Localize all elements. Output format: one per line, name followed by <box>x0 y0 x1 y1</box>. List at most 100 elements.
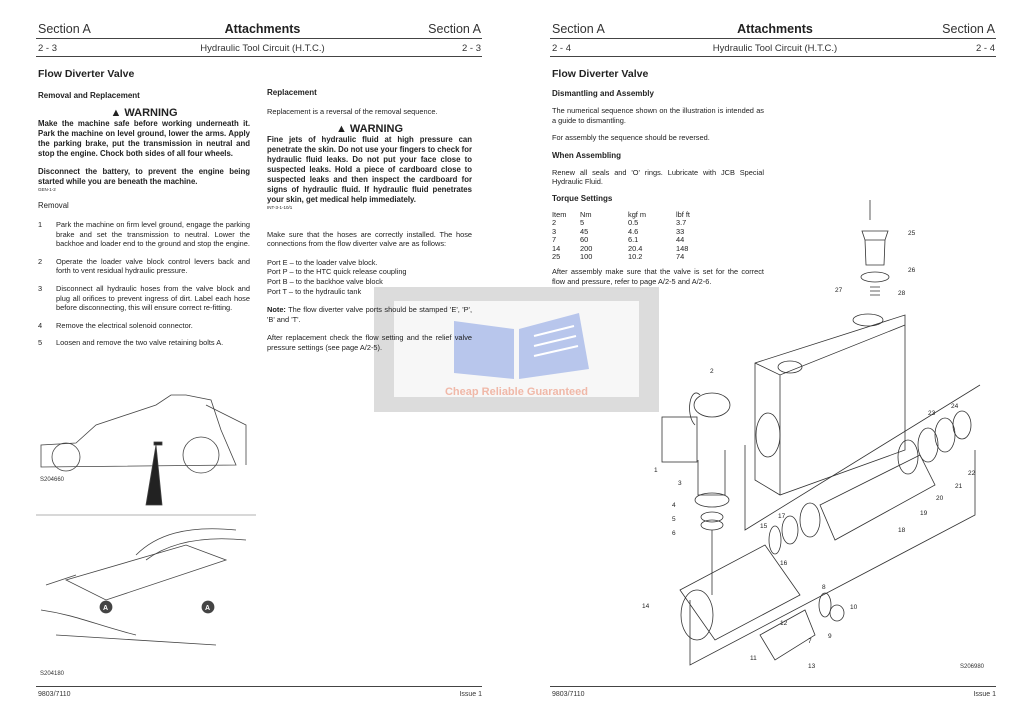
warning-code: GEN-1-2 <box>38 187 56 192</box>
page-number: 2 - 4 <box>552 43 572 54</box>
page-number: 2 - 4 <box>975 43 995 54</box>
table-cell: 45 <box>580 226 589 236</box>
subheading: When Assembling <box>552 150 622 160</box>
warning-text: Make the machine safe before working und… <box>38 119 250 158</box>
part-label: 3 <box>678 480 682 487</box>
paragraph: After replacement check the flow setting… <box>267 333 472 352</box>
subheading: Removal <box>38 201 69 210</box>
warning-title: ▲ WARNING <box>335 122 404 135</box>
part-label: 26 <box>908 267 916 274</box>
part-label: 10 <box>850 604 858 611</box>
watermark-logo: Cheap Reliable Guaranteed <box>394 301 639 398</box>
footer-rule <box>36 686 482 687</box>
page-number: 2 - 3 <box>38 43 58 54</box>
watermark-text: Cheap Reliable Guaranteed <box>444 386 589 398</box>
part-label: 22 <box>968 470 976 477</box>
part-label: 21 <box>955 483 963 490</box>
part-label: 20 <box>936 495 944 502</box>
port-item: Port E – to the loader valve block. <box>267 257 378 267</box>
figure-caption: S206980 <box>960 664 985 670</box>
section-heading: Flow Diverter Valve <box>38 68 135 80</box>
warning-text: Fine jets of hydraulic fluid at high pre… <box>267 134 472 204</box>
footer-issue: Issue 1 <box>459 691 482 698</box>
paragraph: For assembly the sequence should be reve… <box>552 133 710 143</box>
footer-issue: Issue 1 <box>973 691 996 698</box>
paragraph: Make sure that the hoses are correctly i… <box>267 229 472 249</box>
table-cell: 4.6 <box>628 226 639 236</box>
port-item: Port T – to the hydraulic tank <box>267 286 362 296</box>
section-label: Section A <box>38 22 91 36</box>
table-cell: 25 <box>552 252 561 261</box>
table-cell: 33 <box>676 226 685 236</box>
part-label: 6 <box>672 530 676 537</box>
warning-icon: ▲ <box>110 107 122 119</box>
exploded-view-illustration: 25 26 27 28 2 1 3 4 5 6 15 17 16 18 19 2… <box>642 200 981 670</box>
book-icon <box>454 313 589 379</box>
table-cell: 200 <box>580 243 593 253</box>
warning-code: INT-3-1-10/1 <box>267 204 293 210</box>
section-label: Section A <box>942 22 995 36</box>
port-item: Port B – to the backhoe valve block <box>267 276 383 286</box>
table-cell: 148 <box>676 243 689 253</box>
part-label: 17 <box>778 513 786 520</box>
part-label: 2 <box>710 368 714 375</box>
warning-text: Disconnect the battery, to prevent the e… <box>38 167 250 186</box>
part-label: 24 <box>951 403 959 410</box>
subheading: Dismantling and Assembly <box>552 89 654 98</box>
callout-a: A <box>103 605 108 612</box>
part-label: 23 <box>928 410 936 417</box>
table-cell: 14 <box>552 243 561 253</box>
section-label: Section A <box>428 22 481 36</box>
table-row: 2 5 0.5 3.7 <box>552 218 690 228</box>
note: Note: The flow diverter valve ports shou… <box>267 305 472 324</box>
header-rule <box>36 38 482 39</box>
left-column: Flow Diverter Valve Removal and Replacem… <box>38 68 250 356</box>
table-cell: 7 <box>552 235 557 245</box>
figure-caption: S204180 <box>40 671 65 677</box>
table-row: 7 60 6.1 44 <box>552 235 690 245</box>
part-label: 4 <box>672 502 676 509</box>
ports-list: Port E – to the loader valve block. Port… <box>267 258 472 296</box>
table-cell: 6.1 <box>628 235 639 245</box>
subheading: Torque Settings <box>552 193 613 203</box>
part-label: 18 <box>898 527 906 534</box>
warning-title: ▲ WARNING <box>110 107 178 119</box>
table-cell: 2 <box>552 218 557 228</box>
paragraph: The numerical sequence shown on the illu… <box>552 106 764 125</box>
table-cell: 10.2 <box>628 252 643 261</box>
table-cell: 0.5 <box>628 218 639 228</box>
header-rule <box>36 56 482 57</box>
header-title: Attachments <box>224 22 301 36</box>
table-cell: 44 <box>676 235 685 245</box>
part-label: 13 <box>808 663 816 670</box>
page-number: 2 - 3 <box>461 43 481 54</box>
part-label: 14 <box>642 603 650 610</box>
warning-icon: ▲ <box>335 122 347 135</box>
subheading: Removal and Replacement <box>38 91 140 100</box>
part-label: 28 <box>898 290 906 297</box>
header-title: Attachments <box>737 22 813 36</box>
table-cell: 3.7 <box>676 218 687 228</box>
part-label: 19 <box>920 510 928 517</box>
table-cell: 5 <box>580 218 585 228</box>
right-column: Replacement Replacement is a reversal of… <box>267 88 472 353</box>
callout-a: A <box>205 605 210 612</box>
table-cell: 100 <box>580 252 593 261</box>
port-item: Port P – to the HTC quick release coupli… <box>267 267 407 277</box>
table-cell: 60 <box>580 235 589 245</box>
header-subtitle: Hydraulic Tool Circuit (H.T.C.) <box>200 43 325 54</box>
part-label: 27 <box>835 287 843 294</box>
header-rule <box>550 56 996 57</box>
left-column: Flow Diverter Valve Dismantling and Asse… <box>552 68 764 287</box>
table-cell: 20.4 <box>628 243 643 253</box>
part-label: 12 <box>780 620 788 627</box>
removal-illustration: A A <box>36 394 256 646</box>
